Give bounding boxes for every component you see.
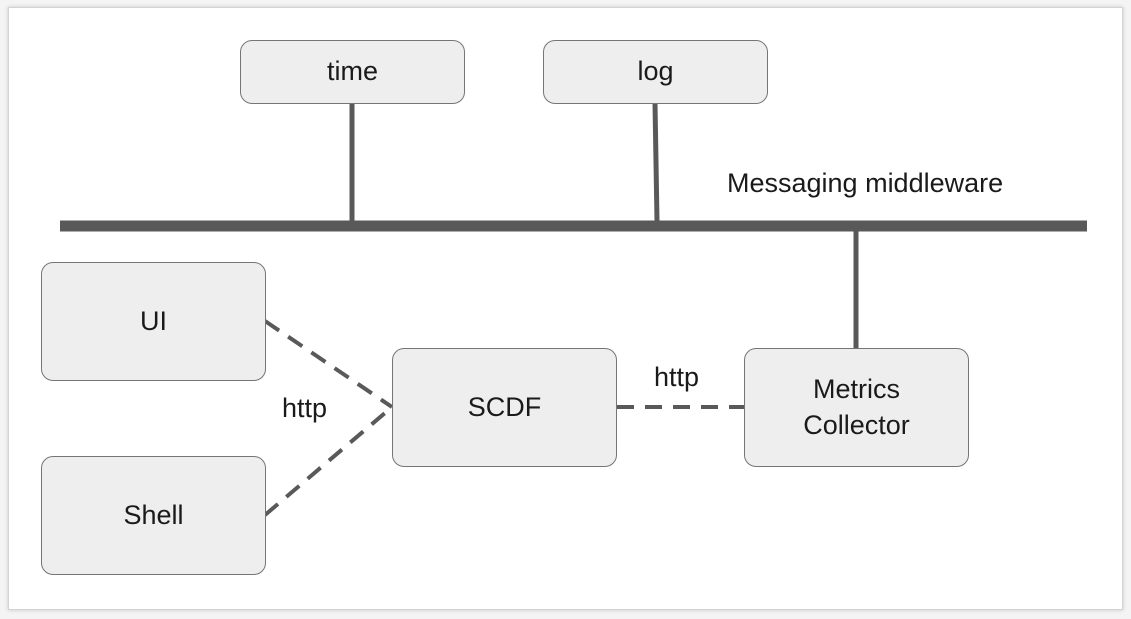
metrics-collector-node: Metrics Collector [744,348,969,467]
scdf-node: SCDF [392,348,617,467]
bus-label: Messaging middleware [727,168,1004,198]
collector-http-label: http [654,362,700,392]
time-node: time [240,40,465,104]
log-connector [652,102,660,222]
ui-node: UI [41,262,266,381]
client-http-label: http [282,393,328,423]
log-node: log [543,40,768,104]
shell-node: Shell [41,456,266,575]
ui-scdf-link [263,319,394,409]
